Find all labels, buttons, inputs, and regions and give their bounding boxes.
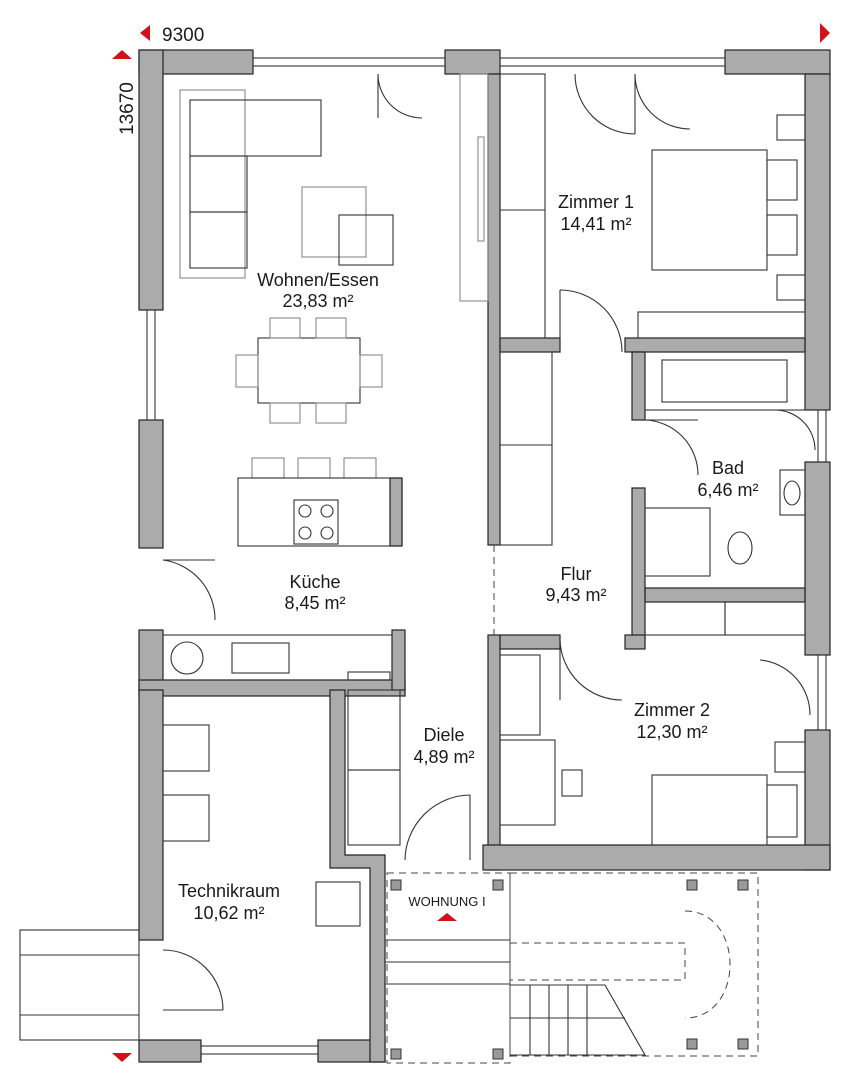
room-name-zimmer2: Zimmer 2 bbox=[634, 700, 710, 720]
room-area-bad: 6,46 m² bbox=[697, 480, 758, 500]
room-area-zimmer2: 12,30 m² bbox=[636, 722, 707, 742]
dimension-markers: 9300 13670 bbox=[112, 23, 830, 1062]
room-area-wohnen: 23,83 m² bbox=[282, 291, 353, 311]
room-name-zimmer1: Zimmer 1 bbox=[558, 192, 634, 212]
room-name-diele: Diele bbox=[423, 725, 464, 745]
walls bbox=[138, 49, 831, 1063]
height-dimension: 13670 bbox=[117, 82, 138, 135]
arrow-left-icon bbox=[140, 25, 150, 41]
room-name-kueche: Küche bbox=[289, 572, 340, 592]
arrow-down-icon bbox=[112, 1053, 132, 1062]
width-dimension: 9300 bbox=[162, 25, 204, 46]
arrow-right-icon bbox=[820, 23, 830, 43]
room-area-flur: 9,43 m² bbox=[545, 585, 606, 605]
furniture bbox=[19, 73, 806, 1041]
entrance-arrow-icon bbox=[437, 913, 457, 921]
room-area-diele: 4,89 m² bbox=[413, 747, 474, 767]
room-area-kueche: 8,45 m² bbox=[284, 593, 345, 613]
room-name-bad: Bad bbox=[712, 458, 744, 478]
arrow-up-icon bbox=[112, 50, 132, 59]
doors bbox=[162, 73, 816, 1011]
room-area-zimmer1: 14,41 m² bbox=[560, 214, 631, 234]
windows bbox=[146, 57, 827, 1055]
room-name-technikraum: Technikraum bbox=[178, 881, 280, 901]
room-name-flur: Flur bbox=[561, 564, 592, 584]
room-labels: Wohnen/Essen 23,83 m² Zimmer 1 14,41 m² … bbox=[178, 192, 759, 923]
staircase: WOHNUNG I bbox=[385, 872, 759, 1064]
room-area-technikraum: 10,62 m² bbox=[193, 903, 264, 923]
room-name-wohnen: Wohnen/Essen bbox=[257, 270, 379, 290]
entrance-label: WOHNUNG I bbox=[408, 894, 485, 909]
